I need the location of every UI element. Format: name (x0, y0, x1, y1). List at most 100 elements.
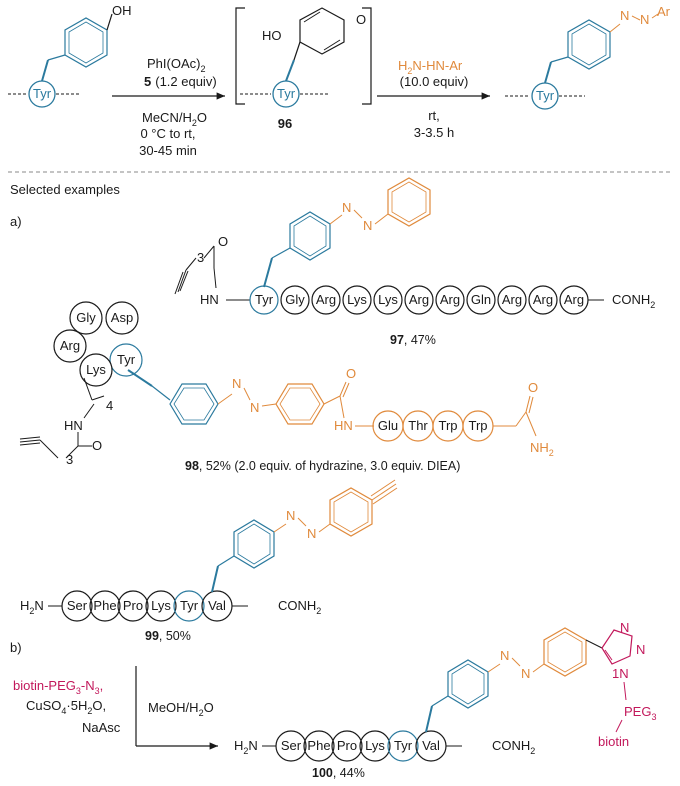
ex98-cyclic-residue: Arg (60, 338, 80, 353)
ex97-residue: Lys (347, 292, 367, 307)
ex97-residue: Lys (378, 292, 398, 307)
ex97-residue: Arg (409, 292, 429, 307)
svg-text:97, 47%: 97, 47% (390, 333, 436, 347)
ex98-cterm-sub: 2 (549, 448, 554, 458)
step1-reagent-a-sub: 2 (200, 64, 205, 74)
step1-solvent-sub: 2 (192, 118, 197, 128)
ex97-cterm: CONH (612, 292, 650, 307)
ex100-residue: Tyr (394, 738, 413, 753)
ex98-residue: Trp (438, 418, 457, 433)
ex100-residue-circle (331, 730, 363, 762)
ex100-reagent-1-end: -N (81, 678, 95, 693)
ex100-triazole-n2: N (636, 642, 645, 657)
ex100-reagent-3: NaAsc (82, 720, 121, 735)
ex100-yield: , 44% (333, 766, 365, 780)
ex100-residue: Val (422, 738, 440, 753)
step1-reagent-b-rest: (1.2 equiv) (155, 74, 216, 89)
ex97-residue: Arg (440, 292, 460, 307)
ex97-residue: Arg (564, 292, 584, 307)
svg-text:NH2: NH2 (530, 440, 554, 458)
ex100-residue: Phe (307, 738, 330, 753)
ex99-residue-circle (61, 590, 93, 622)
step2-time: 3-3.5 h (414, 125, 454, 140)
step2-temp: rt, (428, 108, 440, 123)
ex100-reagent-2-sub: 4 (61, 706, 66, 716)
ex97-nh-n: N (209, 292, 218, 307)
ex100-reagent-1-comma: , (100, 678, 104, 693)
svg-text:MeCN/H2O: MeCN/H2O (142, 110, 207, 128)
intermediate-tyr-label: Tyr (277, 86, 296, 101)
ex99-nterm: H (20, 598, 29, 613)
svg-text:PEG3: PEG3 (624, 704, 656, 722)
intermediate-compound-number: 96 (278, 116, 292, 131)
step2-reagent-sub: 2 (407, 66, 412, 76)
ex99-residue-circle (117, 590, 149, 622)
ex97-residue-circle (311, 285, 341, 315)
ex98-cyclic-residue-circle (69, 301, 103, 335)
ex98-linker-n: 4 (106, 398, 113, 413)
ex99-residue: Pro (123, 598, 143, 613)
ex97-residue: Gln (471, 292, 491, 307)
examples-heading: Selected examples (10, 182, 120, 197)
ex100-reagent-2-o: O, (92, 698, 106, 713)
ex100-triazole-n3: N (619, 666, 628, 681)
ex100-residue: Ser (281, 738, 302, 753)
ex97-residue: Gly (285, 292, 305, 307)
product-n1: N (620, 8, 629, 23)
ex98-hn: HN (64, 418, 83, 433)
ex100-nterm: H (234, 738, 243, 753)
ex97-residue-circle (497, 285, 527, 315)
ex98-amide-hn: HN (334, 418, 353, 433)
step1-solvent: MeCN/H (142, 110, 192, 125)
ex99-nterm-n: N (34, 598, 43, 613)
ex100-reagent-1: biotin-PEG (13, 678, 76, 693)
ex100-peg-sub: 3 (651, 712, 656, 722)
ex99-azo-n1: N (286, 508, 295, 523)
ex99-residue-circle (145, 590, 177, 622)
ex100-solvent: MeOH/H (148, 700, 199, 715)
svg-text:98, 52% (2.0 equiv. of hydrazi: 98, 52% (2.0 equiv. of hydrazine, 3.0 eq… (185, 459, 460, 473)
ex97-residue-circle (404, 285, 434, 315)
ex100-residue-circle (387, 730, 419, 762)
ex98-cterm-nh2: NH (530, 440, 549, 455)
ex97-cterm-sub: 2 (650, 300, 655, 310)
ex97-residue-circle (249, 285, 279, 315)
ex97-residue: Tyr (255, 292, 274, 307)
ex100-peg: PEG (624, 704, 651, 719)
ex100-residue-circle (359, 730, 391, 762)
ex99-azo-n2: N (307, 526, 316, 541)
ex100-reagent-1-sub2: 3 (95, 686, 100, 696)
step1-temp: 0 °C to rt, (140, 126, 195, 141)
ex100-reagent-2: CuSO (26, 698, 61, 713)
ex97-azo-n2: N (363, 218, 372, 233)
ex98-yield: , 52% (2.0 equiv. of hydrazine, 3.0 equi… (199, 459, 460, 473)
ex98-residue: Glu (378, 418, 398, 433)
ex98-chain-n: 3 (66, 452, 73, 467)
start-oh-label: OH (112, 3, 132, 18)
ex98-cyclic-residue: Tyr (117, 352, 136, 367)
ex98-cyclic-residue: Gly (76, 310, 96, 325)
product-azo: Tyr N N Ar (505, 4, 671, 110)
ex98-cyclic-residue-circle (53, 329, 87, 363)
ex100-triazole-n3-prefix: 1 (612, 666, 619, 681)
ex99-cterm-sub: 2 (316, 606, 321, 616)
ex98-azo-n1: N (232, 376, 241, 391)
ex98-cterm-o: O (528, 380, 538, 395)
product-ar: Ar (657, 4, 671, 19)
step2-reagent: H (398, 58, 407, 73)
ex98-cyclic-residue-circle (105, 301, 139, 335)
ex98-cyclic-residue-circle (109, 343, 143, 377)
ex97-residue-circle (373, 285, 403, 315)
ex98-cyclic-residue: Asp (111, 310, 133, 325)
svg-text:CONH2: CONH2 (612, 292, 655, 310)
intermediate-96: Tyr HO O 96 (235, 7, 372, 131)
ex99-residue-circle (89, 590, 121, 622)
ex100-azo-n1: N (500, 648, 509, 663)
label-b: b) (10, 640, 22, 655)
ex100-solvent-end: O (204, 700, 214, 715)
ex100-reagent-2-end: ·5H (66, 698, 87, 713)
